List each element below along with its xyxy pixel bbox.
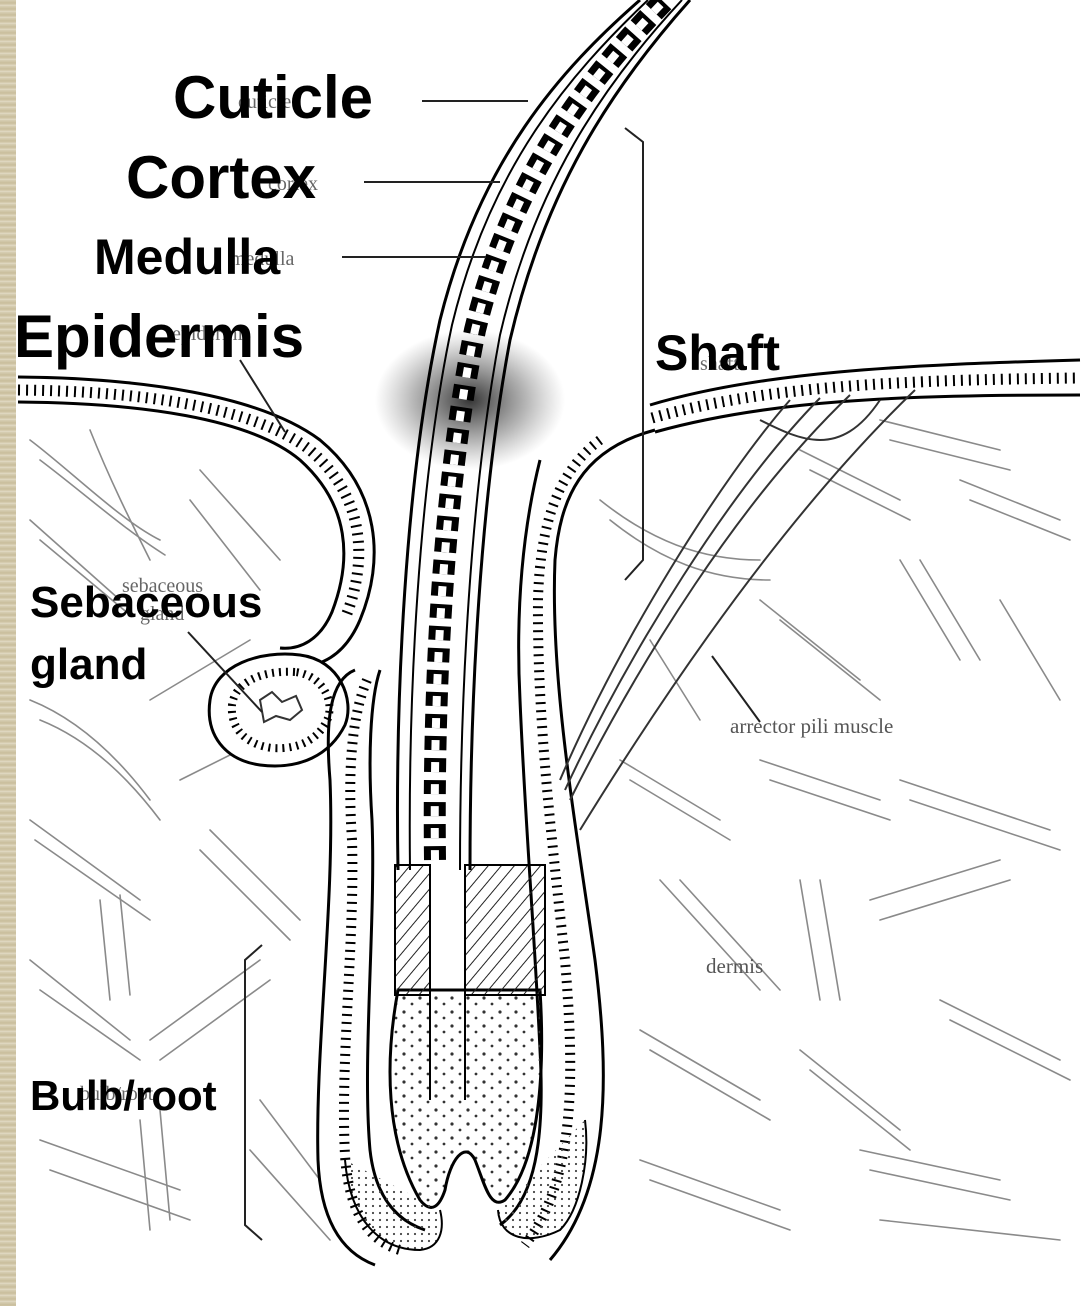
hair-bulb [345, 865, 586, 1250]
label-gland: gland [30, 642, 147, 688]
label-bulb-root: Bulb/root [30, 1075, 217, 1117]
label-dermis: dermis [706, 956, 763, 977]
label-cuticle: Cuticle [173, 68, 373, 128]
label-arrector-pili: arrector pili muscle [730, 716, 893, 737]
label-shaft: Shaft [655, 328, 780, 378]
label-cortex: Cortex [126, 148, 316, 208]
label-epidermis: Epidermis [14, 307, 304, 367]
arrector-pili-muscle [560, 390, 915, 830]
label-sebaceous: Sebaceous [30, 580, 262, 626]
label-medulla: Medulla [94, 232, 280, 282]
